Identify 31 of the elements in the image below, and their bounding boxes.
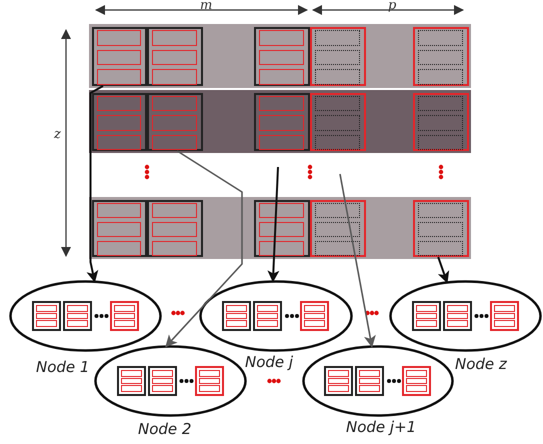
node-label: Node j+1 xyxy=(346,418,416,436)
node-label: Node 2 xyxy=(138,420,192,438)
storage-block xyxy=(92,27,147,86)
node-label: Node 1 xyxy=(36,358,90,376)
storage-block xyxy=(147,27,203,86)
storage-block xyxy=(413,93,469,151)
storage-block xyxy=(92,200,147,257)
arrow xyxy=(165,150,243,348)
storage-block xyxy=(92,93,147,151)
data-row-band xyxy=(89,24,471,88)
node-label: Node j xyxy=(245,353,294,371)
storage-block xyxy=(310,200,366,257)
storage-block xyxy=(413,27,469,86)
storage-block xyxy=(254,27,310,86)
arrow xyxy=(339,174,376,348)
data-row-band xyxy=(89,197,471,259)
dimension-label: p xyxy=(388,0,396,13)
arrow xyxy=(267,166,280,283)
node-label: Node z xyxy=(455,355,507,373)
storage-block xyxy=(254,200,310,257)
storage-block xyxy=(147,93,203,151)
arrow xyxy=(437,256,450,284)
storage-block xyxy=(147,200,203,257)
storage-block xyxy=(413,200,469,257)
dimension-label: m xyxy=(200,0,212,13)
storage-block xyxy=(310,27,366,86)
data-row-band xyxy=(89,90,471,153)
storage-block xyxy=(254,93,310,151)
arrow xyxy=(86,85,104,283)
storage-block xyxy=(310,93,366,151)
dimension-label: z xyxy=(54,128,61,142)
